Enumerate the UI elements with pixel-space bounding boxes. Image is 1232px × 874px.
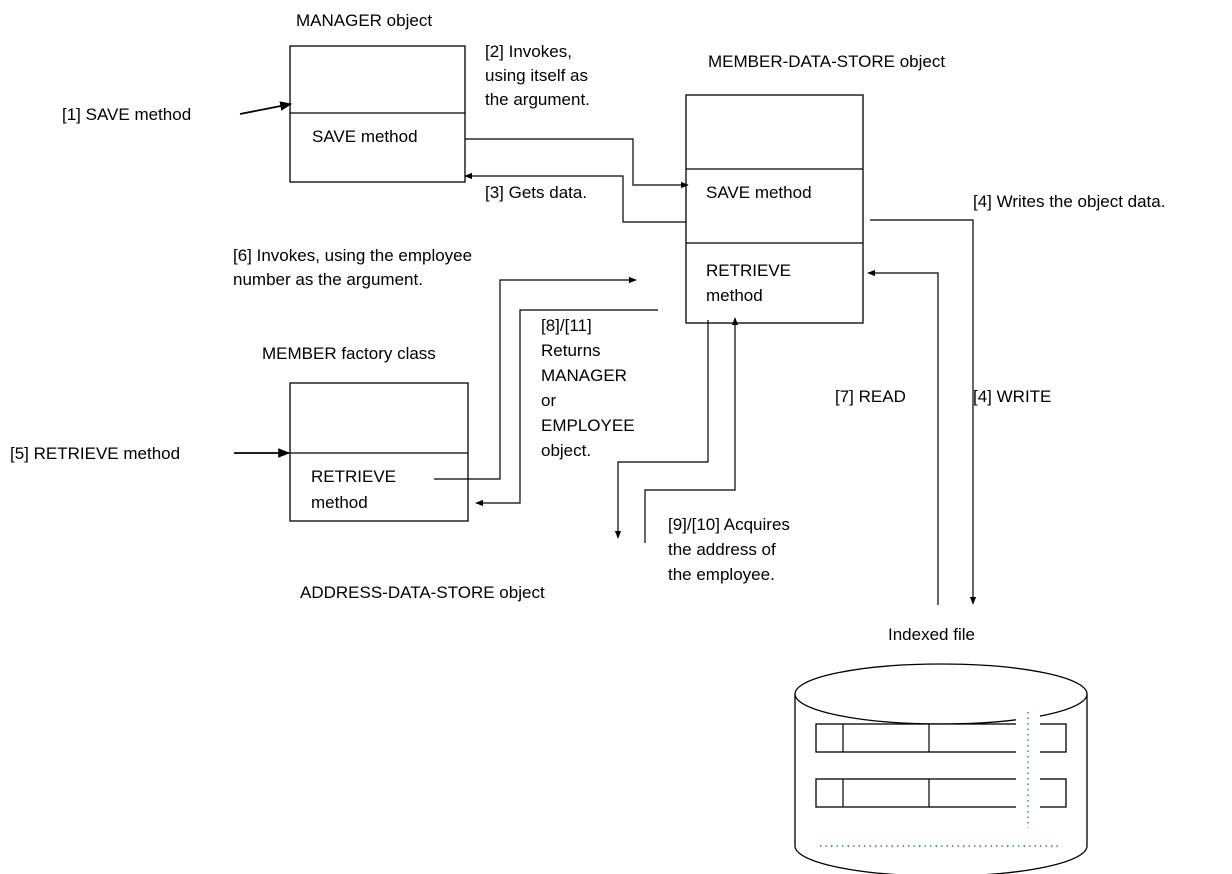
factory-retrieve-method-line2: method <box>311 493 368 512</box>
step-7-read-arrow <box>867 269 939 605</box>
member-data-store-object: MEMBER-DATA-STORE object SAVE method RET… <box>685 52 945 324</box>
step-1-label: [1] SAVE method <box>62 105 191 124</box>
address-data-store-title: ADDRESS-DATA-STORE object <box>300 583 545 602</box>
member-factory-title: MEMBER factory class <box>262 344 436 363</box>
step-1-arrow <box>239 101 293 115</box>
step-2-arrow <box>465 138 689 189</box>
manager-object-box <box>289 45 466 183</box>
step-4-write-data-label: [4] Writes the object data. <box>973 192 1165 211</box>
step-2-label: [2] Invokes, using itself as the argumen… <box>485 42 593 109</box>
step-9-10-request-arrow <box>614 320 709 539</box>
member-data-store-box <box>685 94 864 324</box>
indexed-file: Indexed file <box>794 625 1088 874</box>
records-mask <box>1016 714 1040 824</box>
step-4-write-arrow <box>870 219 977 605</box>
step-6-arrow <box>434 276 637 480</box>
mds-save-method: SAVE method <box>706 183 812 202</box>
member-factory-box <box>289 382 469 522</box>
factory-retrieve-method-line1: RETRIEVE <box>311 467 396 486</box>
step-9-10-response-arrow <box>644 317 739 543</box>
member-data-store-title: MEMBER-DATA-STORE object <box>708 52 945 71</box>
step-6-label: [6] Invokes, using the employee number a… <box>233 246 477 289</box>
step-7-label: [7] READ <box>835 387 906 406</box>
manager-object-title: MANAGER object <box>296 11 432 30</box>
step-5-label: [5] RETRIEVE method <box>10 444 180 463</box>
indexed-file-title: Indexed file <box>888 625 975 644</box>
mds-retrieve-method-line2: method <box>706 286 763 305</box>
manager-object: MANAGER object SAVE method <box>289 11 466 183</box>
cylinder-top <box>794 663 1088 725</box>
manager-save-method: SAVE method <box>312 127 418 146</box>
mds-retrieve-method-line1: RETRIEVE <box>706 261 791 280</box>
step-8-11-return-arrow <box>475 309 658 507</box>
step-3-arrow <box>464 172 686 223</box>
step-3-label: [3] Gets data. <box>485 183 587 202</box>
step-8-11-label: [8]/[11] Returns MANAGER or EMPLOYEE obj… <box>541 316 639 460</box>
step-4-write-label: [4] WRITE <box>973 387 1051 406</box>
member-factory-class: MEMBER factory class RETRIEVE method <box>262 344 469 522</box>
step-9-10-label: [9]/[10] Acquires the address of the emp… <box>668 515 795 584</box>
